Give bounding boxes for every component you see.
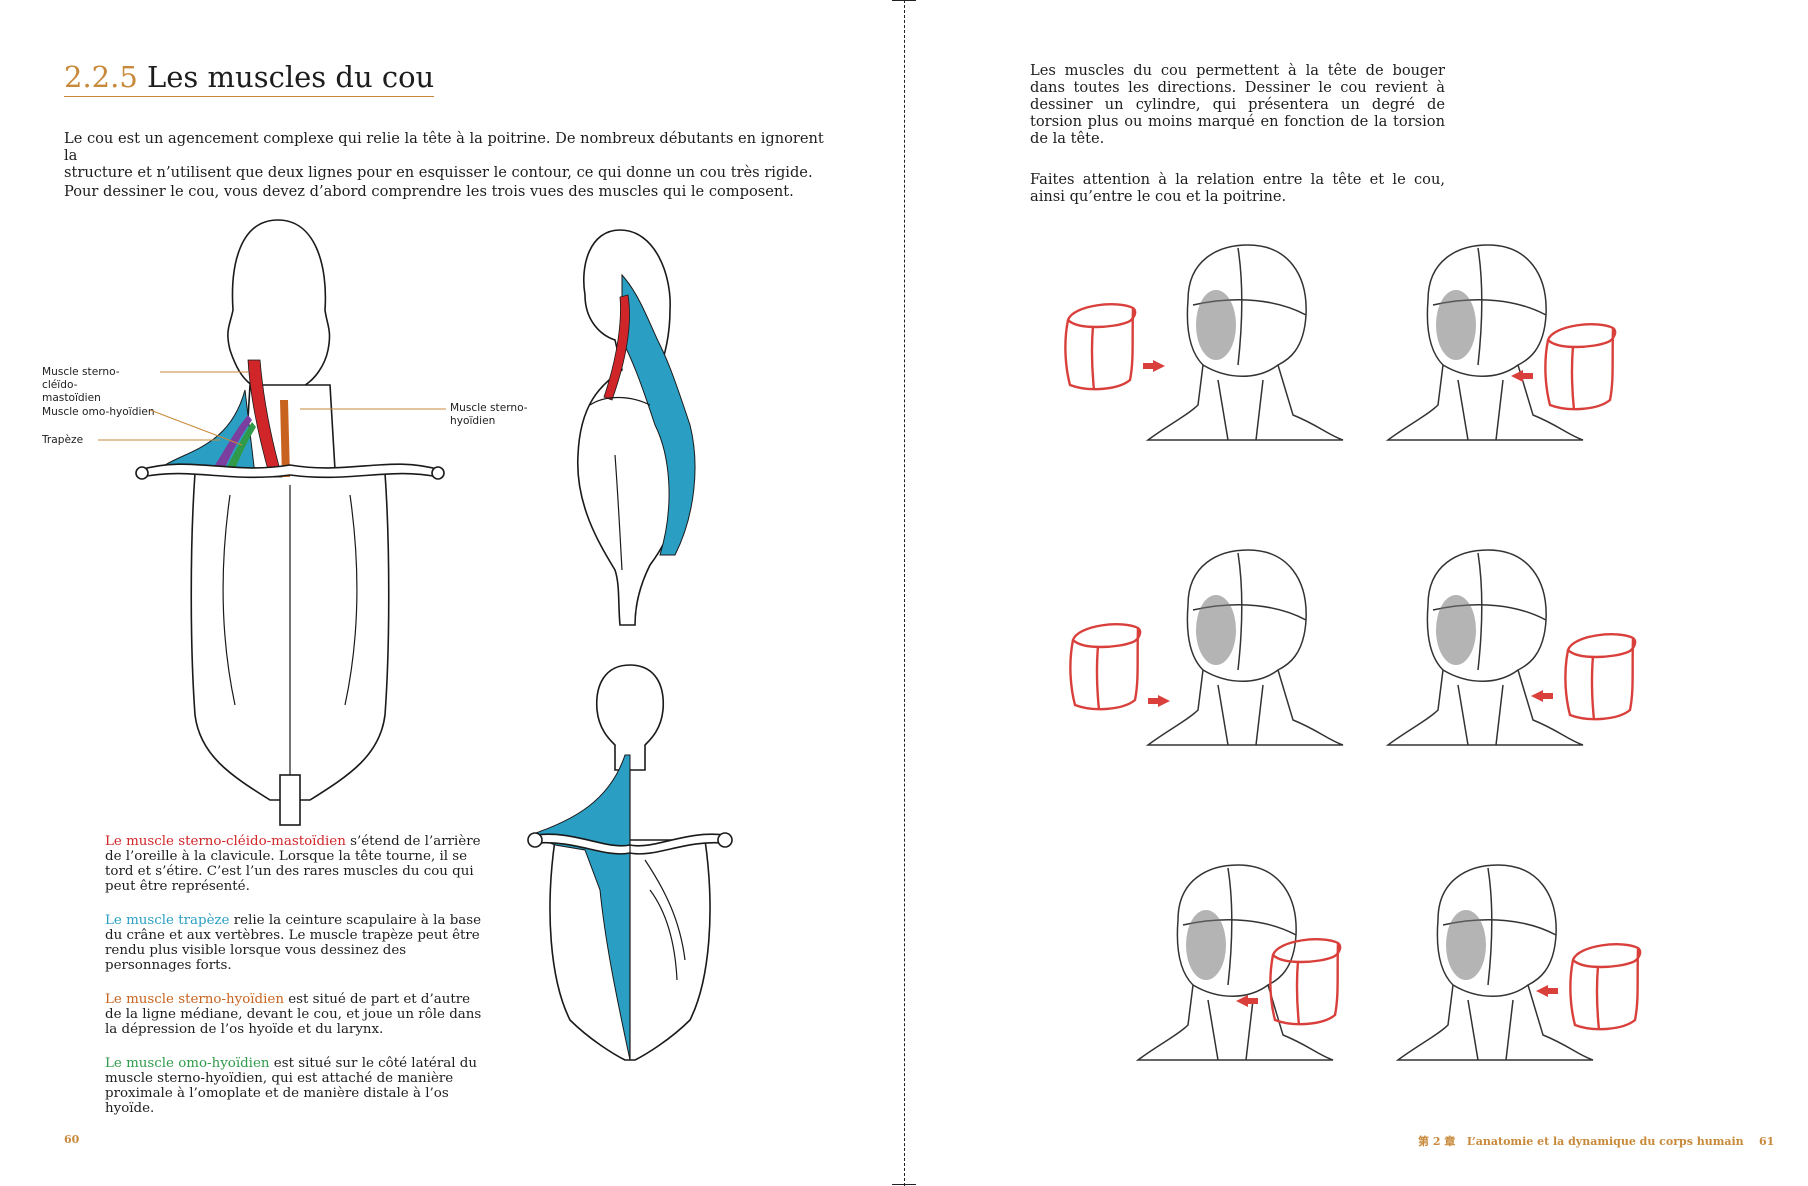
muscle-descriptions: Le muscle sterno-cléido-mastoïdien s’éte… [105,834,485,1135]
desc-scm-text: s’étend de l’arrière de l’oreille à la c… [105,834,481,894]
section-number: 2.2.5 [64,60,138,94]
desc-trapezius: Le muscle trapèze relie la ceinture scap… [105,913,485,973]
callout-scm: Muscle sterno-cléïdo- mastoïdien [42,366,120,404]
term-sternohyoid: Le muscle sterno-hyoïdien [105,992,284,1007]
desc-omohyoid: Le muscle omo-hyoïdien est situé sur le … [105,1056,485,1116]
term-scm: Le muscle sterno-cléido-mastoïdien [105,834,346,849]
right-paragraph-1: Les muscles du cou permettent à la tête … [1030,62,1445,147]
spine-tick-top [892,0,916,1]
front-neck-illustration [135,219,445,826]
back-neck-illustration [527,664,733,1061]
section-title: Les muscles du cou [147,60,435,94]
side-neck-illustration [577,229,696,626]
intro-text: Le cou est un agencement complexe qui re… [64,130,834,200]
intro-line: Pour dessiner le cou, vous devez d’abord… [64,183,794,200]
callout-sternohyoid: Muscle sterno- hyoïdien [450,402,528,427]
callout-leader-lines [98,371,446,446]
left-page: 2.2.5 Les muscles du cou Le cou est un a… [0,0,900,1186]
running-footer: 第 2 章 L’anatomie et la dynamique du corp… [1418,1133,1774,1149]
desc-omohyoid-text: est situé sur le côté latéral du muscle … [105,1056,477,1116]
intro-line: Le cou est un agencement complexe qui re… [64,130,824,164]
term-trapezius: Le muscle trapèze [105,913,230,928]
right-paragraph-2: Faites attention à la relation entre la … [1030,171,1445,205]
footer-title: L’anatomie et la dynamique du corps huma… [1466,1135,1744,1148]
footer-chapter: 第 2 章 [1418,1135,1456,1148]
callout-trapezius: Trapèze [42,434,84,446]
page-spine [904,0,905,1186]
section-heading: 2.2.5 Les muscles du cou [64,60,435,97]
term-omohyoid: Le muscle omo-hyoïdien [105,1056,270,1071]
desc-sternohyoid: Le muscle sterno-hyoïdien est situé de p… [105,992,485,1037]
page-number-left: 60 [64,1133,80,1146]
spine-tick-bottom [892,1184,916,1185]
intro-line: structure et n’utilisent que deux lignes… [64,164,813,181]
right-text: Les muscles du cou permettent à la tête … [1030,62,1445,210]
desc-trapezius-text: relie la ceinture scapulaire à la base d… [105,913,482,973]
page-number-right: 61 [1759,1135,1775,1148]
right-page: Les muscles du cou permettent à la tête … [908,0,1808,1186]
desc-scm: Le muscle sterno-cléido-mastoïdien s’éte… [105,834,485,894]
desc-sternohyoid-text: est situé de part et d’autre de la ligne… [105,992,482,1037]
callout-omohyoid: Muscle omo-hyoïdien [42,406,155,418]
head-neck-sketches [1064,244,1642,1061]
